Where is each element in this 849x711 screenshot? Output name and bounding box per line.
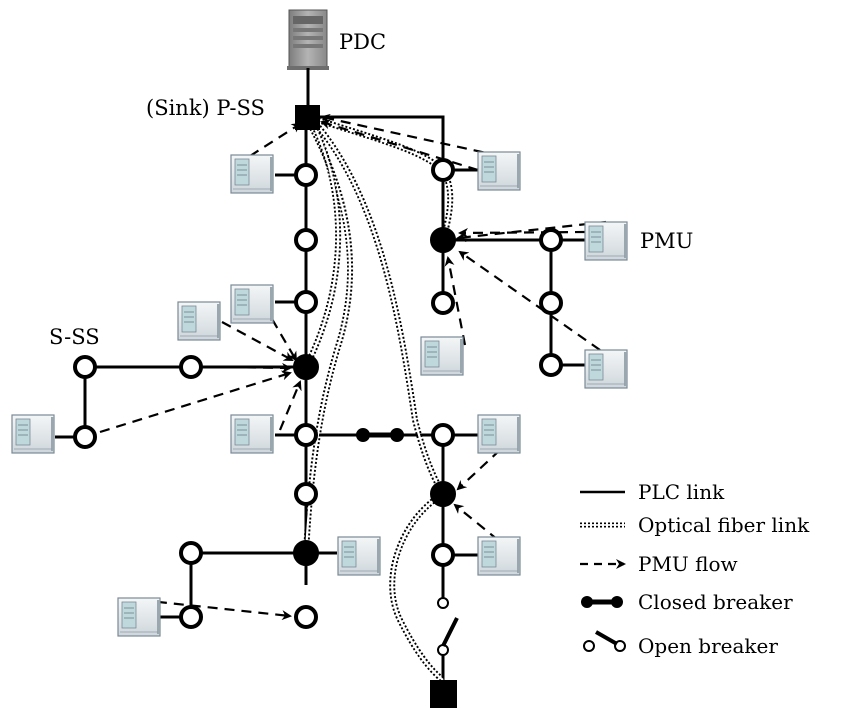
optical-fiber-links	[303, 117, 454, 683]
pmu-device-icon	[11, 414, 55, 454]
legend-flow-label: PMU flow	[638, 552, 738, 576]
pmu-device-icon	[230, 414, 274, 454]
pmu-device-icon	[420, 336, 464, 376]
pmu-device-icon	[584, 349, 628, 389]
pmu-device-icon	[337, 536, 381, 576]
pmu-device-icon	[177, 301, 221, 341]
pmu-device-icon	[477, 151, 521, 191]
s-ss-label: S-SS	[49, 325, 100, 349]
legend-fiber-label: Optical fiber link	[638, 513, 810, 537]
pdc-server-icon	[287, 9, 329, 70]
pmu-label: PMU	[640, 229, 693, 253]
legend-open-label: Open breaker	[638, 634, 778, 658]
pmu-device-icon	[584, 221, 628, 261]
legend-closed-breaker-icon	[581, 596, 623, 608]
bottom-substation-node	[430, 680, 457, 708]
legend-open-breaker-icon	[583, 630, 626, 652]
pmu-devices	[11, 151, 628, 637]
legend-plc-label: PLC link	[638, 480, 725, 504]
sink-label: (Sink) P-SS	[146, 96, 265, 120]
closed-breaker-network	[356, 428, 404, 442]
hub-nodes	[293, 227, 456, 566]
pmu-device-icon	[230, 284, 274, 324]
pmu-device-icon	[117, 597, 161, 637]
pmu-flows	[99, 113, 607, 621]
pmu-device-icon	[230, 154, 274, 194]
legend-closed-label: Closed breaker	[638, 590, 793, 614]
open-breaker-network	[437, 597, 459, 656]
pdc-label: PDC	[339, 30, 386, 54]
legend: PLC link Optical fiber link PMU flow Clo…	[580, 480, 810, 658]
pmu-device-icon	[477, 414, 521, 454]
pmu-device-icon	[477, 536, 521, 576]
sink-p-ss-node	[295, 105, 320, 130]
s-ss-nodes	[73, 158, 563, 629]
